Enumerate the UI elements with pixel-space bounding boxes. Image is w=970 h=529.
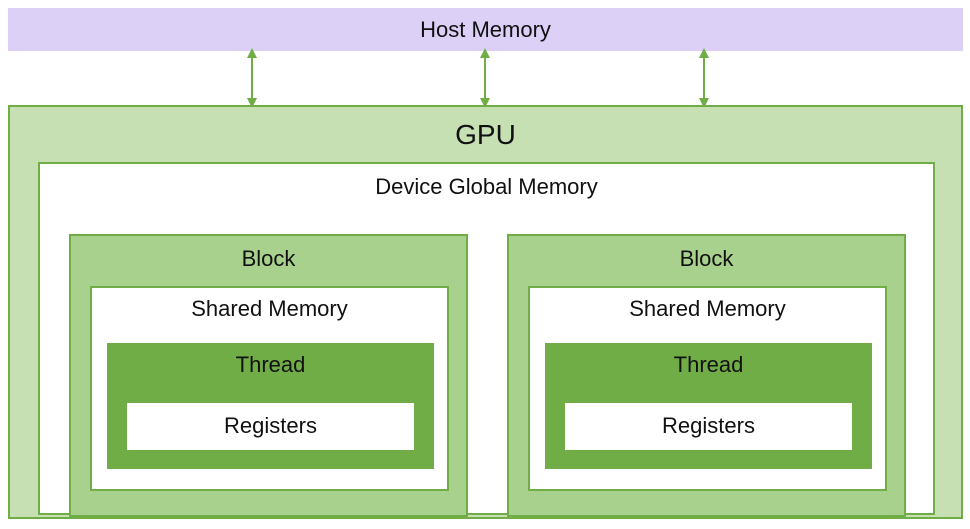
host-memory-box: Host Memory <box>8 8 963 51</box>
gpu-box: GPU Device Global Memory Block Shared Me… <box>8 105 963 519</box>
shared-memory-label: Shared Memory <box>629 296 786 321</box>
registers-label: Registers <box>662 413 755 438</box>
thread-box: Thread Registers <box>107 343 434 469</box>
registers-box: Registers <box>127 403 414 450</box>
registers-box: Registers <box>565 403 852 450</box>
shared-memory-box: Shared Memory Thread Registers <box>528 286 887 491</box>
gpu-label: GPU <box>455 119 516 150</box>
block-box-2: Block Shared Memory Thread Registers <box>507 234 906 517</box>
block-box-1: Block Shared Memory Thread Registers <box>69 234 468 517</box>
thread-label: Thread <box>673 352 744 377</box>
registers-label: Registers <box>224 413 317 438</box>
device-global-memory-label: Device Global Memory <box>375 174 598 199</box>
thread-label: Thread <box>235 352 306 377</box>
shared-memory-box: Shared Memory Thread Registers <box>90 286 449 491</box>
block-label: Block <box>679 246 734 271</box>
shared-memory-label: Shared Memory <box>191 296 348 321</box>
thread-box: Thread Registers <box>545 343 872 469</box>
device-global-memory-box: Device Global Memory Block Shared Memory… <box>38 162 935 517</box>
block-label: Block <box>241 246 296 271</box>
host-memory-label: Host Memory <box>420 17 551 42</box>
